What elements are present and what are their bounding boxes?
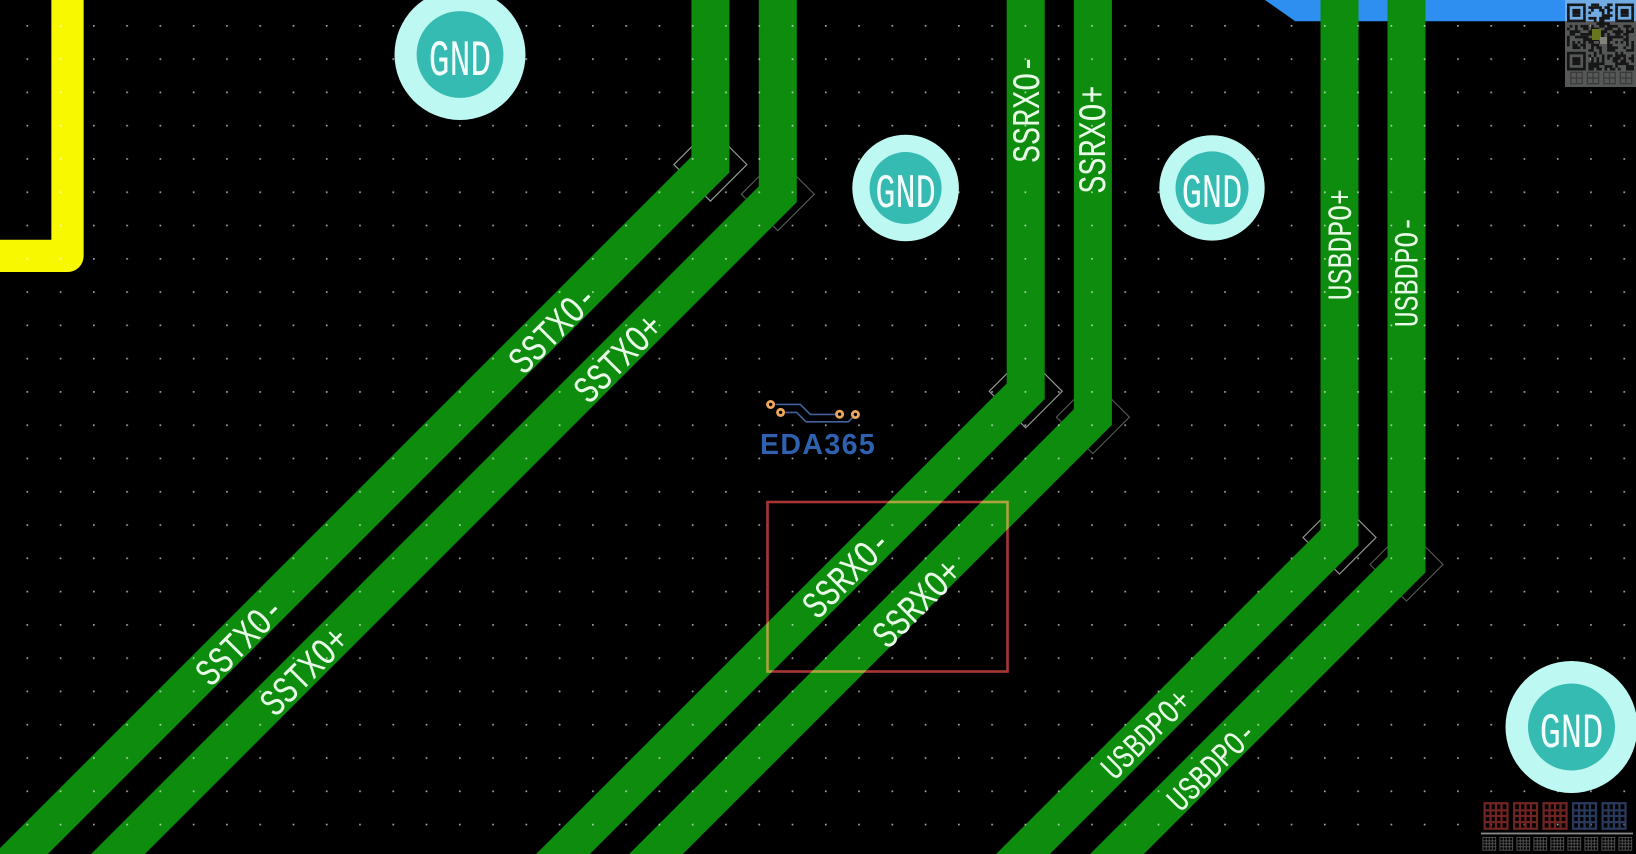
svg-text:EDA365: EDA365: [760, 429, 876, 461]
svg-text:GND: GND: [1182, 169, 1242, 222]
svg-text:GND: GND: [875, 169, 935, 222]
svg-text:GND: GND: [1540, 706, 1604, 762]
svg-text:GND: GND: [429, 34, 491, 91]
